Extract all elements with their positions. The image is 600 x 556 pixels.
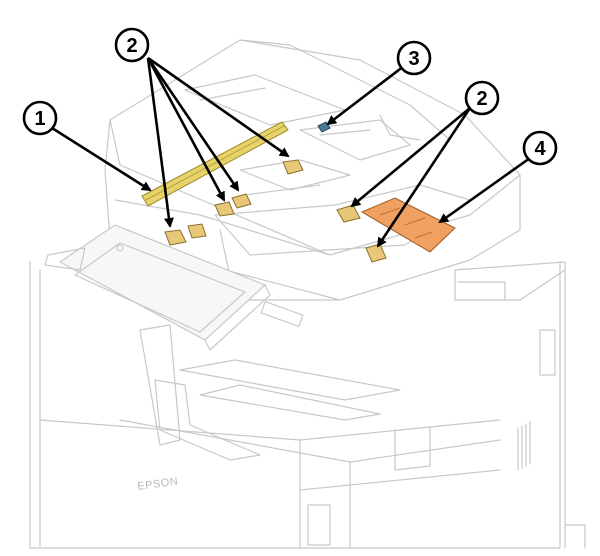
part-2-pads: [164, 159, 387, 263]
pad-2: [231, 193, 252, 209]
pad-6: [336, 204, 361, 223]
pad-1: [282, 159, 304, 175]
pad-7: [365, 243, 387, 263]
callout-3-label: 3: [408, 48, 419, 70]
control-panel: [44, 224, 304, 351]
callout-1-label: 1: [34, 108, 45, 130]
callout-2-right-label: 2: [476, 88, 487, 110]
arrow-2a-1: [146, 57, 174, 228]
printer-body: [29, 261, 586, 549]
arrow-1: [51, 126, 152, 192]
callout-2-right: 2: [464, 80, 500, 116]
arrow-2a-3: [146, 57, 240, 192]
callout-arrows: [51, 56, 531, 248]
arrow-4: [438, 156, 531, 224]
callout-3: 3: [396, 40, 432, 76]
scanner-unit: [104, 39, 521, 301]
callout-1: 1: [22, 100, 58, 136]
brand-label: EPSON: [137, 475, 179, 493]
arrow-2b-1: [350, 106, 471, 208]
part-4-board: [360, 197, 456, 253]
arrow-3: [326, 64, 405, 126]
pad-3: [214, 201, 235, 217]
arrow-2a-4: [147, 56, 290, 158]
pad-5: [187, 223, 207, 239]
pad-4: [164, 229, 187, 246]
callout-2-left-label: 2: [126, 35, 137, 57]
arrow-2b-2: [376, 107, 472, 248]
callout-4: 4: [522, 130, 558, 166]
arrow-2a-2: [146, 57, 226, 202]
part-1-bar: [141, 121, 289, 207]
callout-2-left: 2: [114, 27, 150, 63]
callout-4-label: 4: [534, 138, 546, 160]
